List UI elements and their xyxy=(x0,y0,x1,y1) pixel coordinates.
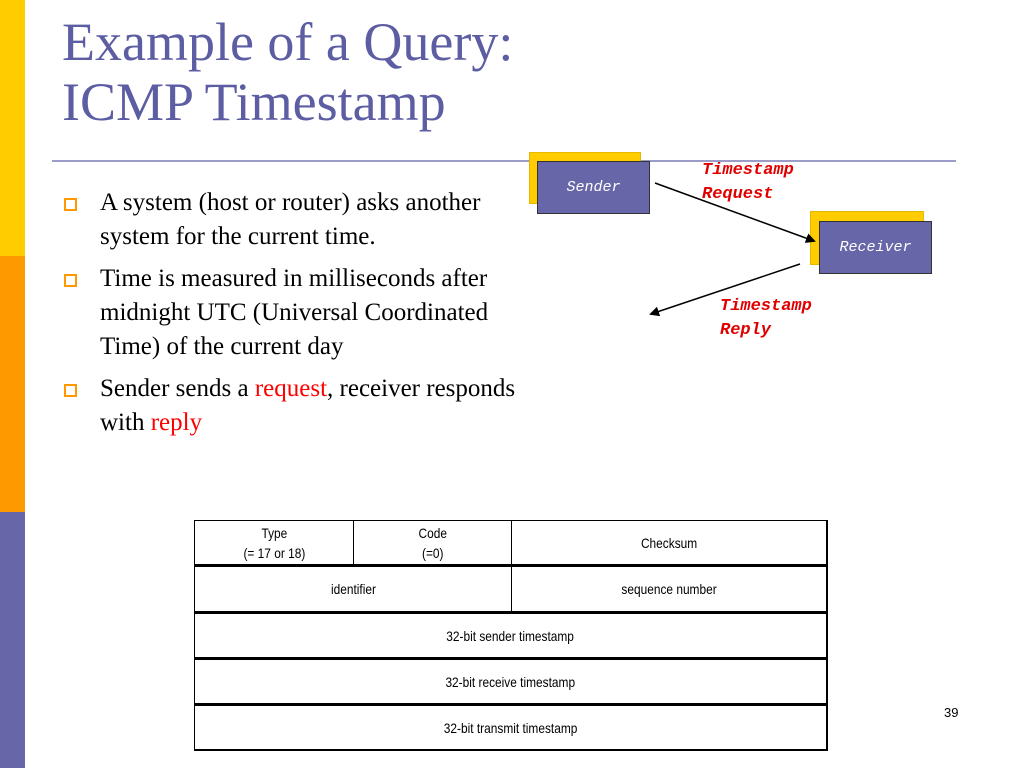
identifier-field-text: identifier xyxy=(331,579,376,599)
receive-timestamp-label: 32-bit receive timestamp xyxy=(445,673,576,690)
bullet-text: A system (host or router) asks another s… xyxy=(100,189,481,250)
code-label: Code xyxy=(418,524,447,541)
square-bullet-icon xyxy=(64,274,77,287)
sender-box: Sender xyxy=(537,161,650,214)
code-field-text: Code (=0) xyxy=(418,523,446,563)
bullet-text-middle: , receiver responds with xyxy=(100,375,516,436)
slide-title-line2: ICMP Timestamp xyxy=(62,72,446,132)
type-field-text: Type (= 17 or 18) xyxy=(243,523,305,563)
checksum-label: Checksum xyxy=(640,534,698,551)
request-arrow xyxy=(654,182,816,243)
receive-timestamp-text: 32-bit receive timestamp xyxy=(446,672,576,692)
transmit-timestamp-text: 32-bit transmit timestamp xyxy=(444,718,578,738)
identifier-field: identifier xyxy=(195,567,512,611)
page-number: 39 xyxy=(944,705,959,720)
slide-title: Example of a Query: ICMP Timestamp xyxy=(62,12,513,132)
header-row-identifier-sequence: identifier sequence number xyxy=(194,566,828,613)
sender-timestamp-text: 32-bit sender timestamp xyxy=(447,626,575,646)
sequence-field-text: sequence number xyxy=(621,579,716,599)
header-row-transmit-timestamp: 32-bit transmit timestamp xyxy=(194,705,828,751)
title-divider xyxy=(52,160,956,162)
code-value: (=0) xyxy=(421,544,444,561)
sequence-field: sequence number xyxy=(512,567,826,611)
type-field: Type (= 17 or 18) xyxy=(195,521,354,564)
transmit-timestamp-field: 32-bit transmit timestamp xyxy=(195,706,826,749)
reply-label-line1: Timestamp xyxy=(720,297,812,316)
bullet-list: A system (host or router) asks another s… xyxy=(62,186,532,448)
header-row-sender-timestamp: 32-bit sender timestamp xyxy=(194,613,828,659)
checksum-field-text: Checksum xyxy=(641,533,697,553)
request-label-line2: Request xyxy=(702,185,774,204)
bullet-highlight-request: request xyxy=(254,375,328,402)
side-bar-purple xyxy=(0,512,25,768)
bullet-item: Sender sends a request, receiver respond… xyxy=(62,372,532,440)
bullet-item: A system (host or router) asks another s… xyxy=(62,186,532,254)
square-bullet-icon xyxy=(64,384,77,397)
receiver-label: Receiver xyxy=(839,239,912,256)
sender-timestamp-label: 32-bit sender timestamp xyxy=(446,627,575,644)
code-field: Code (=0) xyxy=(354,521,512,564)
sequence-label: sequence number xyxy=(621,581,717,597)
bullet-text-prefix: Sender sends a xyxy=(100,375,255,402)
slide-title-line1: Example of a Query: xyxy=(62,12,514,72)
type-value: (= 17 or 18) xyxy=(243,544,305,561)
reply-arrow xyxy=(649,263,801,317)
square-bullet-icon xyxy=(64,198,77,211)
reply-label: Timestamp Reply xyxy=(720,295,812,343)
request-label-line1: Timestamp xyxy=(702,161,794,180)
bullet-highlight-reply: reply xyxy=(150,409,203,436)
reply-label-line2: Reply xyxy=(720,321,772,340)
side-bar-orange xyxy=(0,256,25,512)
identifier-label: identifier xyxy=(330,581,376,597)
transmit-timestamp-label: 32-bit transmit timestamp xyxy=(443,719,578,736)
checksum-field: Checksum xyxy=(512,521,826,564)
request-label: Timestamp Request xyxy=(702,159,794,207)
header-row-type-code-checksum: Type (= 17 or 18) Code (=0) Checksum xyxy=(194,520,828,566)
bullet-text: Time is measured in milliseconds after m… xyxy=(100,265,489,360)
header-row-receive-timestamp: 32-bit receive timestamp xyxy=(194,659,828,705)
sender-timestamp-field: 32-bit sender timestamp xyxy=(195,614,826,657)
side-bar-yellow xyxy=(0,0,25,256)
receive-timestamp-field: 32-bit receive timestamp xyxy=(195,660,826,703)
bullet-item: Time is measured in milliseconds after m… xyxy=(62,262,532,364)
type-label: Type xyxy=(261,524,287,541)
receiver-box: Receiver xyxy=(819,221,932,274)
sender-label: Sender xyxy=(566,179,621,196)
